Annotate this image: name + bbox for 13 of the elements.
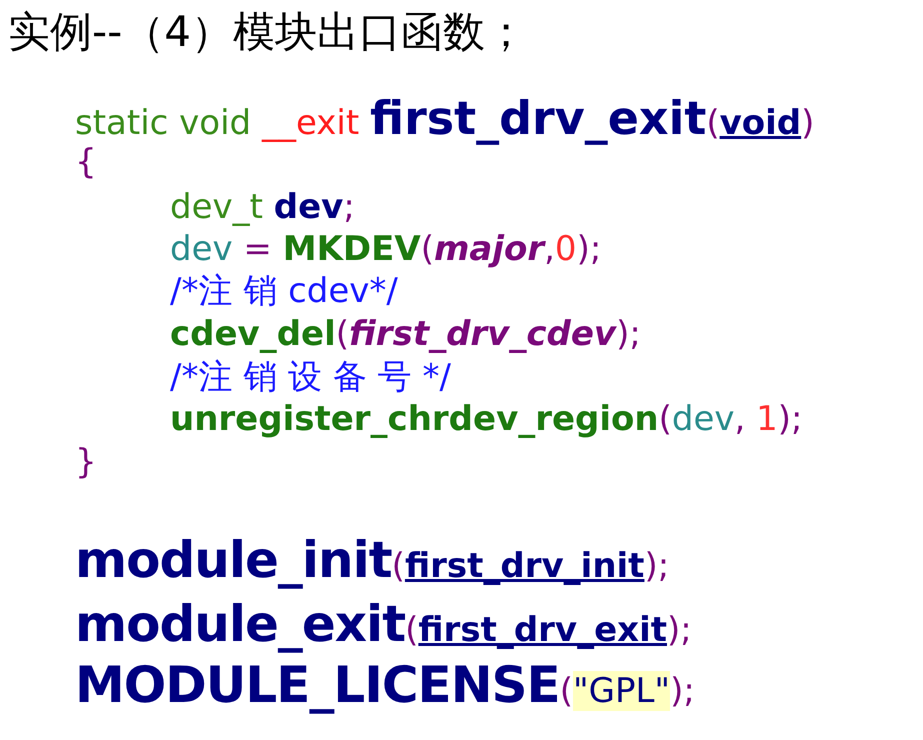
code-line: dev_t dev; [170,188,355,228]
title: 实例--（4）模块出口函数； [8,8,528,56]
code-comment: /*注 销 cdev*/ [170,272,398,312]
code-line: module_exit(first_drv_exit); [75,596,692,654]
code-line: module_init(first_drv_init); [75,532,670,590]
code-line: } [75,443,97,482]
code-line: dev = MKDEV(major,0); [170,230,602,270]
code-line: { [75,143,97,182]
code-line: cdev_del(first_drv_cdev); [170,315,641,354]
code-line: static void __exit first_drv_exit(void) [75,92,814,145]
code-comment: /*注 销 设 备 号 */ [170,358,451,398]
code-line: unregister_chrdev_region(dev, 1); [170,400,803,440]
code-line: MODULE_LICENSE("GPL"); [75,657,695,714]
